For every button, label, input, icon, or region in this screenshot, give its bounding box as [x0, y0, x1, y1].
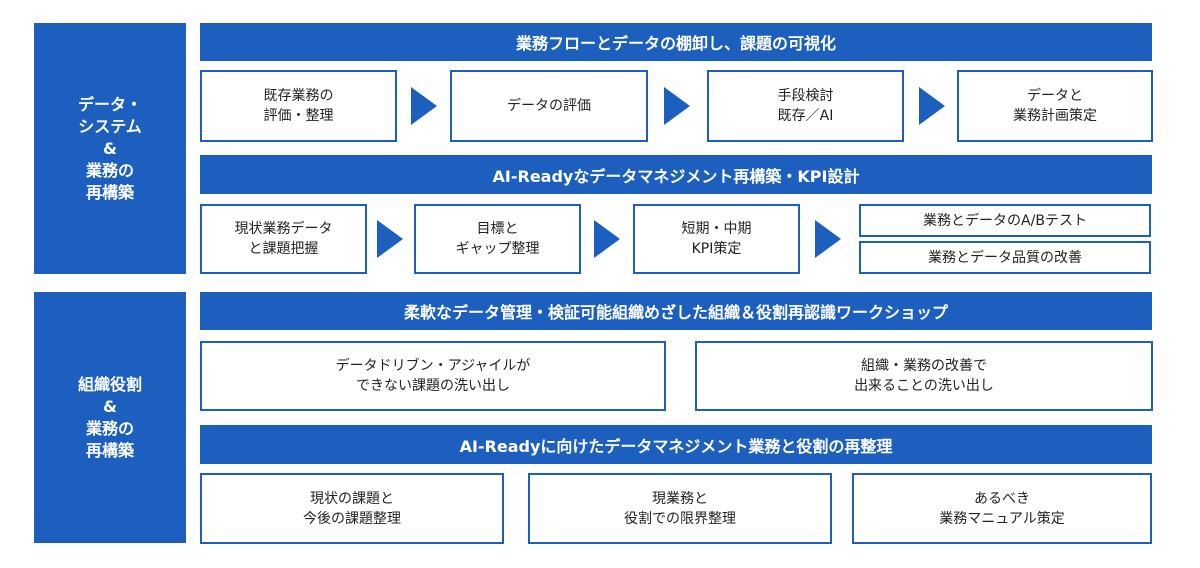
step-kpi-planning: 短期・中期 KPI策定 [633, 204, 800, 274]
step-current-data-issues: 現状業務データ と課題把握 [200, 204, 367, 274]
arrow-right-icon [411, 87, 437, 125]
arrow-right-icon [815, 220, 841, 258]
arrow-right-icon [594, 220, 620, 258]
step-means-review: 手段検討 既存／AI [707, 70, 904, 142]
step-data-business-plan: データと 業務計画策定 [957, 70, 1153, 142]
item-ideal-manual: あるべき 業務マニュアル策定 [852, 473, 1152, 544]
step-goal-gap: 目標と ギャップ整理 [414, 204, 581, 274]
arrow-right-icon [919, 87, 945, 125]
step-quality-improve: 業務とデータ品質の改善 [859, 241, 1151, 274]
item-current-future-issues: 現状の課題と 今後の課題整理 [200, 473, 504, 544]
step-data-eval: データの評価 [450, 70, 648, 142]
arrow-right-icon [664, 87, 690, 125]
step-existing-business-eval: 既存業務の 評価・整理 [200, 70, 397, 142]
section-org-role-label: 組織役割 & 業務の 再構築 [34, 292, 186, 543]
banner-ai-ready-roles: AI-Readyに向けたデータマネジメント業務と役割の再整理 [200, 425, 1152, 464]
banner-ai-ready-kpi: AI-Readyなデータマネジメント再構築・KPI設計 [200, 155, 1152, 194]
item-role-limits: 現業務と 役割での限界整理 [528, 473, 832, 544]
item-org-improvements: 組織・業務の改善で 出来ることの洗い出し [695, 341, 1153, 411]
item-agile-issues: データドリブン・アジャイルが できない課題の洗い出し [200, 341, 666, 411]
step-ab-test: 業務とデータのA/Bテスト [859, 204, 1151, 237]
section-data-system-label: データ・ システム & 業務の 再構築 [34, 23, 186, 274]
banner-business-flow: 業務フローとデータの棚卸し、課題の可視化 [200, 23, 1152, 61]
banner-workshop: 柔軟なデータ管理・検証可能組織めざした組織＆役割再認識ワークショップ [200, 292, 1152, 330]
arrow-right-icon [377, 220, 403, 258]
